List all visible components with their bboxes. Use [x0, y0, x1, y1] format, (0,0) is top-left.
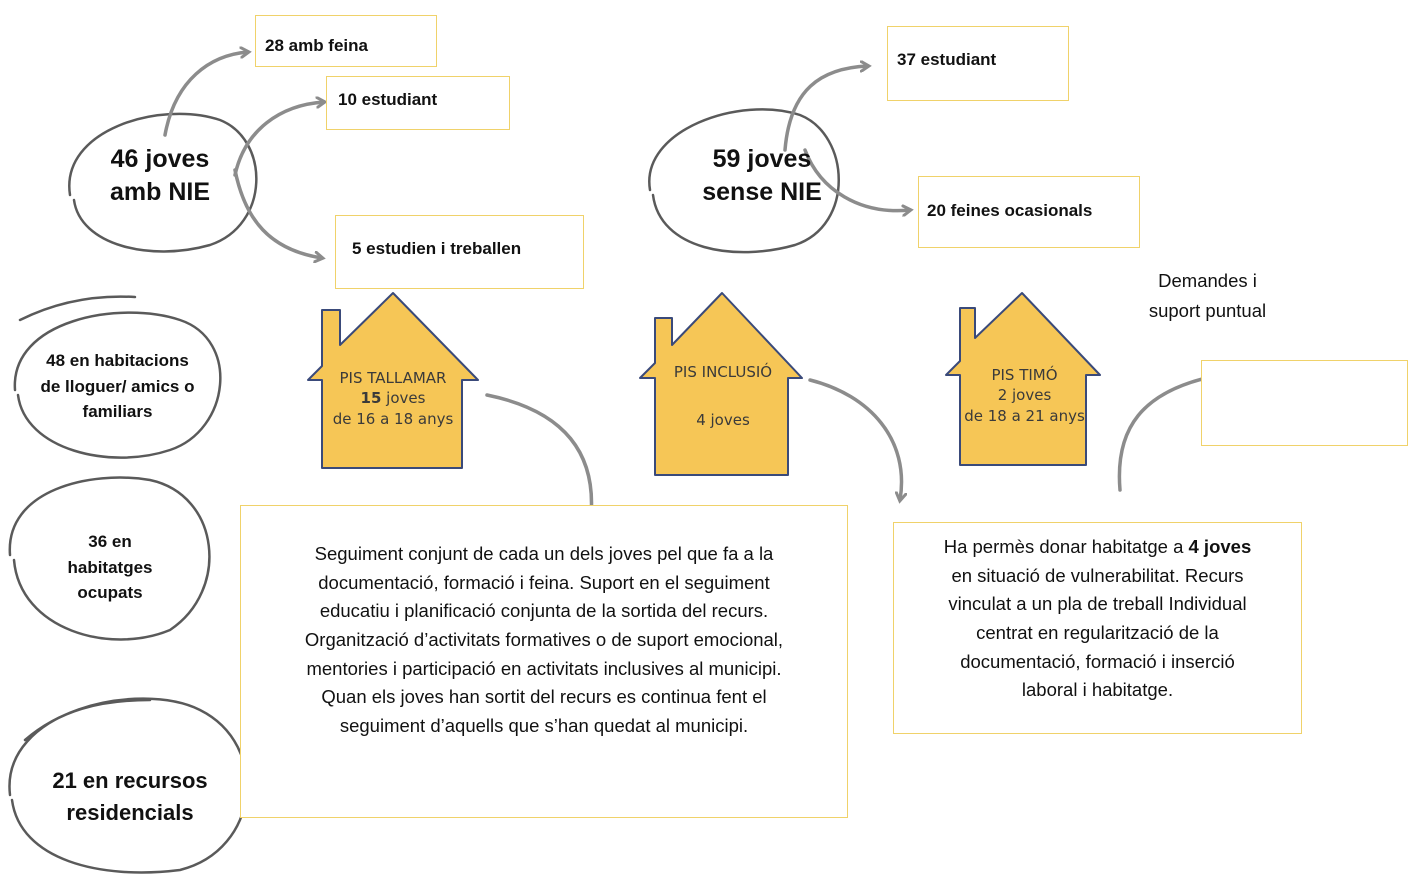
inclusio-desc-line1-bold: 4 joves	[1188, 536, 1252, 557]
inclusio-description: Ha permès donar habitatge a 4 joves en s…	[895, 533, 1300, 705]
tallamar-description: Seguiment conjunt de cada un dels joves …	[245, 540, 843, 741]
label-residencials-line2: residencials	[66, 799, 194, 825]
house-tallamar-label: PIS TALLAMAR 15 joves de 16 a 18 anys	[318, 368, 468, 429]
house-inclusio-title: PIS INCLUSIÓ	[673, 363, 773, 381]
label-20-feines: 20 feines ocasionals	[927, 201, 1093, 220]
support-note-line2: suport puntual	[1148, 299, 1267, 321]
label-ocupats-line3: ocupats	[77, 583, 143, 602]
box-10-estudiant	[326, 76, 510, 130]
house-timo-label: PIS TIMÓ 2 joves de 18 a 21 anys	[952, 365, 1097, 426]
label-59-joves: 59 joves	[712, 145, 812, 173]
inclusio-desc-line6: laboral i habitatge.	[1021, 679, 1174, 701]
house-timo	[945, 292, 1101, 466]
label-ocupats-line2: habitatges	[67, 557, 153, 577]
circle-48-habitacions	[13, 295, 222, 459]
house-inclusio-count: 4 joves	[696, 411, 750, 430]
tallamar-desc-line2: documentació, formació i feina. Suport e…	[318, 571, 770, 593]
arrow-to-feina	[163, 52, 248, 137]
tallamar-desc-line4: Organització d’activitats formatives o d…	[304, 629, 784, 651]
label-28-amb-feina: 28 amb feina	[265, 36, 368, 55]
circle-36-ocupats	[8, 476, 211, 641]
label-residencials-line1: 21 en recursos	[52, 768, 208, 793]
circle-46-joves	[68, 112, 258, 253]
house-tallamar-count: 15 joves	[318, 388, 468, 408]
label-5-estudien: 5 estudien i treballen	[352, 239, 522, 258]
tallamar-desc-line5: mentories i participació en activitats i…	[306, 657, 782, 679]
label-46-joves-amb-nie: 46 joves amb NIE	[95, 143, 225, 208]
house-inclusio	[639, 292, 803, 476]
house-tallamar-count-suffix: joves	[381, 389, 426, 408]
house-timo-count: 2 joves	[997, 386, 1052, 405]
label-46-joves: 46 joves	[110, 145, 210, 173]
inclusio-desc-line3: vinculat a un pla de treball Individual	[948, 593, 1247, 615]
arrow-inclusio-down	[808, 378, 902, 500]
tallamar-desc-line7: seguiment d’aquells que s’han quedat al …	[339, 715, 749, 737]
label-59-joves-sense-nie: 59 joves sense NIE	[682, 143, 842, 208]
house-timo-title: PIS TIMÓ	[991, 366, 1058, 384]
tallamar-desc-line1: Seguiment conjunt de cada un dels joves …	[314, 543, 774, 564]
box-tallamar-description	[240, 505, 848, 818]
box-5-estudien	[335, 215, 584, 289]
house-inclusio-label: PIS INCLUSIÓ 4 joves	[648, 362, 798, 431]
label-48-habitacions: 48 en habitacions de lloguer/ amics o fa…	[15, 348, 220, 425]
label-habitacions-line3: familiars	[82, 402, 153, 421]
tallamar-desc-line6: Quan els joves han sortit del recurs es …	[321, 686, 767, 708]
box-support-empty	[1201, 360, 1408, 446]
circle-59-joves	[648, 108, 840, 254]
label-sense-nie: sense NIE	[702, 177, 822, 206]
arrow-tallamar-down	[485, 393, 592, 525]
label-10-estudiant: 10 estudiant	[338, 90, 438, 109]
inclusio-desc-line4: centrat en regularització de la	[976, 622, 1219, 644]
arrow-to-feines-ocasionals	[803, 148, 910, 211]
box-37-estudiant	[887, 26, 1069, 101]
house-tallamar-count-number: 15	[360, 389, 382, 408]
inclusio-desc-line1: Ha permès donar habitatge a 4 joves	[895, 533, 1300, 562]
arrow-to-37-estudiant	[783, 66, 868, 152]
box-20-feines	[918, 176, 1140, 248]
inclusio-desc-line5: documentació, formació i inserció	[960, 650, 1235, 672]
inclusio-desc-line1-text: Ha permès donar habitatge a	[943, 536, 1189, 557]
support-note-line1: Demandes i	[1158, 270, 1257, 291]
house-tallamar	[307, 292, 479, 469]
arrow-timo-up	[1117, 375, 1220, 492]
label-36-ocupats: 36 en habitatges ocupats	[40, 529, 180, 606]
arrow-to-10-estudiant	[233, 102, 324, 177]
box-28-amb-feina	[255, 15, 437, 67]
house-timo-ages: de 18 a 21 anys	[964, 406, 1085, 425]
label-amb-nie: amb NIE	[109, 177, 211, 206]
label-ocupats-line1: 36 en	[88, 532, 132, 551]
house-tallamar-ages: de 16 a 18 anys	[332, 409, 454, 428]
label-37-estudiant: 37 estudiant	[897, 50, 997, 69]
label-21-residencials: 21 en recursos residencials	[45, 765, 215, 829]
support-note: Demandes i suport puntual	[1120, 266, 1295, 325]
arrow-to-estudien	[233, 168, 322, 258]
inclusio-desc-line2: en situació de vulnerabilitat. Recurs	[951, 564, 1244, 586]
label-habitacions-line2: de lloguer/ amics o	[40, 376, 195, 396]
label-habitacions-line1: 48 en habitacions	[46, 351, 189, 370]
box-inclusio-description	[893, 522, 1302, 734]
tallamar-desc-line3: educatiu i planificació conjunta de la s…	[319, 600, 769, 622]
house-tallamar-title: PIS TALLAMAR	[339, 369, 447, 387]
